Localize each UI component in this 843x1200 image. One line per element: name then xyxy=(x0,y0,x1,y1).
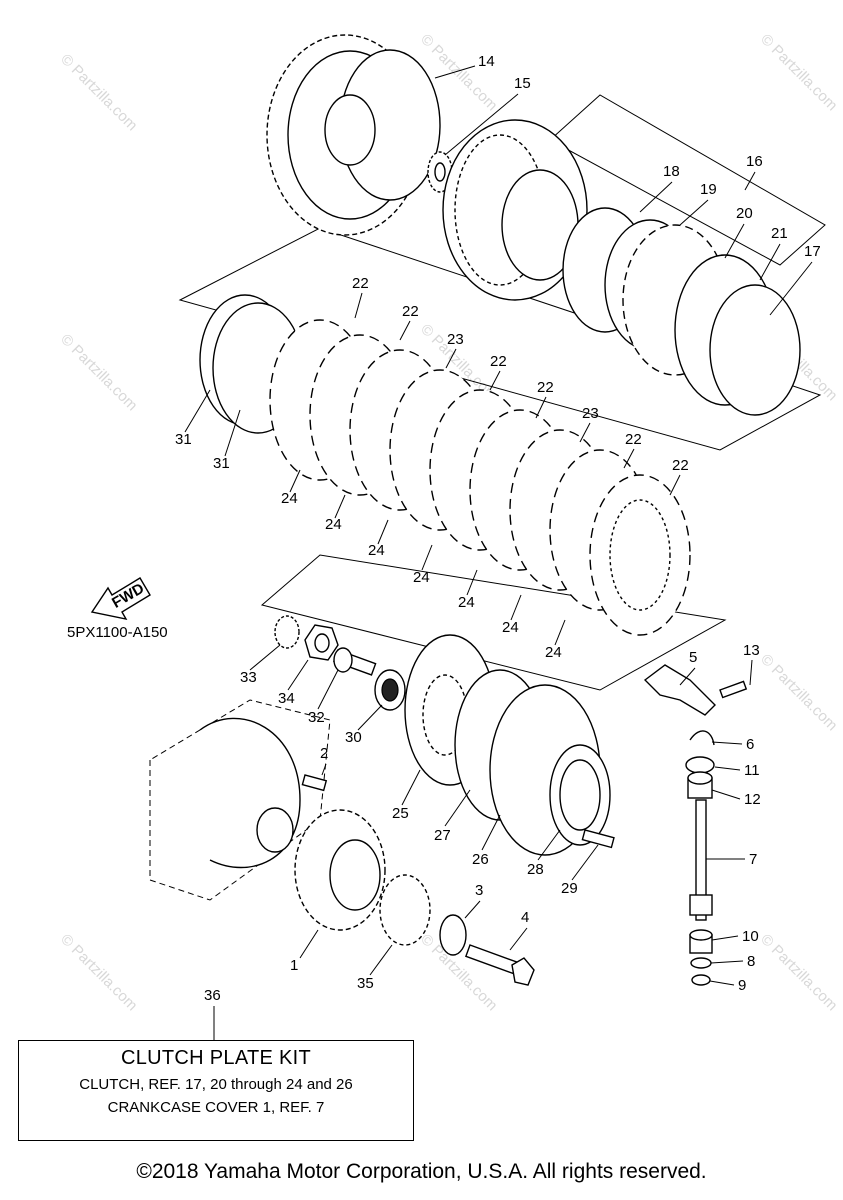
callout-label: 21 xyxy=(771,225,788,242)
pressure-plate-parts xyxy=(404,634,615,856)
callout-label: 22 xyxy=(490,353,507,370)
callout-label: 26 xyxy=(472,851,489,868)
callout-label: 24 xyxy=(502,619,519,636)
callout-label: 25 xyxy=(392,805,409,822)
callout-label: 31 xyxy=(175,431,192,448)
watermark: © Partzilla.com xyxy=(757,31,840,114)
crankcase-cover-outline xyxy=(149,699,331,901)
callout-label: 23 xyxy=(447,331,464,348)
callout-label: 27 xyxy=(434,827,451,844)
callout-label: 10 xyxy=(742,928,759,945)
callout-label: 31 xyxy=(213,455,230,472)
fwd-arrow: FWD xyxy=(90,577,151,620)
callout-label: 12 xyxy=(744,791,761,808)
clutch-boss-part xyxy=(442,119,588,301)
watermark: © Partzilla.com xyxy=(757,931,840,1014)
watermark: © Partzilla.com xyxy=(757,651,840,734)
callout-label: 24 xyxy=(281,490,298,507)
damper-plates xyxy=(562,207,801,416)
callout-label: 1 xyxy=(290,957,298,974)
callout-label: 24 xyxy=(413,569,430,586)
push-lever-shaft-parts xyxy=(643,664,748,986)
callout-label: 22 xyxy=(402,303,419,320)
callout-label: 14 xyxy=(478,53,495,70)
callout-label: 34 xyxy=(278,690,295,707)
kit-title: CLUTCH PLATE KIT xyxy=(120,1047,311,1069)
watermark: © Partzilla.com xyxy=(57,931,140,1014)
callout-label: 8 xyxy=(747,953,755,970)
kit-note-clutch: CLUTCH, REF. 17, 20 through 24 and 26 xyxy=(79,1076,353,1093)
callout-label: 6 xyxy=(746,736,754,753)
nut-and-washer-parts xyxy=(274,615,406,711)
callout-label: 15 xyxy=(514,75,531,92)
callouts: 14 15 16 17 18 19 20 21 22 22 23 22 22 2… xyxy=(175,53,821,1040)
callout-label: 22 xyxy=(537,379,554,396)
clutch-plate-stack xyxy=(199,294,691,636)
callout-label: 22 xyxy=(352,275,369,292)
callout-label: 5 xyxy=(689,649,697,666)
callout-label: 4 xyxy=(521,909,529,926)
callout-label: 2 xyxy=(320,745,328,762)
kit-note-crankcase: CRANKCASE COVER 1, REF. 7 xyxy=(107,1099,325,1116)
callout-label: 30 xyxy=(345,729,362,746)
callout-label: 24 xyxy=(458,594,475,611)
callout-label: 22 xyxy=(625,431,642,448)
callout-label: 13 xyxy=(743,642,760,659)
primary-drive-gear-parts xyxy=(294,809,535,986)
copyright-notice: ©2018 Yamaha Motor Corporation, U.S.A. A… xyxy=(136,1160,707,1183)
watermark: © Partzilla.com xyxy=(57,51,140,134)
callout-label: 3 xyxy=(475,882,483,899)
clutch-plate-kit-box: CLUTCH PLATE KIT CLUTCH, REF. 17, 20 thr… xyxy=(18,1040,414,1141)
callout-label: 24 xyxy=(325,516,342,533)
callout-label: 32 xyxy=(308,709,325,726)
callout-label: 35 xyxy=(357,975,374,992)
callout-label: 22 xyxy=(672,457,689,474)
diagram-code: 5PX1100-A150 xyxy=(67,624,168,641)
callout-label: 24 xyxy=(545,644,562,661)
callout-label: 11 xyxy=(744,762,760,779)
callout-label: 19 xyxy=(700,181,717,198)
callout-label: 7 xyxy=(749,851,757,868)
callout-label: 23 xyxy=(582,405,599,422)
callout-label: 24 xyxy=(368,542,385,559)
callout-label: 9 xyxy=(738,977,746,994)
callout-label: 28 xyxy=(527,861,544,878)
callout-label: 33 xyxy=(240,669,257,686)
callout-label: 20 xyxy=(736,205,753,222)
callout-label: 18 xyxy=(663,163,680,180)
callout-label: 29 xyxy=(561,880,578,897)
clutch-housing-part xyxy=(266,34,441,236)
callout-label: 16 xyxy=(746,153,763,170)
callout-label: 36 xyxy=(204,987,221,1004)
watermark: © Partzilla.com xyxy=(57,331,140,414)
group-outlines xyxy=(178,94,826,691)
callout-label: 17 xyxy=(804,243,821,260)
